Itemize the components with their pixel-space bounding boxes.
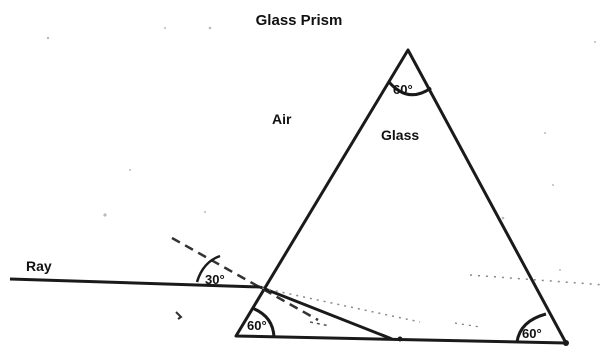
incident-ray-extension [261,287,421,323]
apex-angle-label: 60° [393,82,413,97]
incidence-angle-label: 30° [205,272,225,287]
bottom-right-angle-arc [515,312,547,343]
exit-dot [397,336,403,342]
bottom-left-angle-label: 60° [247,318,267,333]
small-dashes-2 [454,322,481,328]
emergent-guide-dotted [469,274,605,286]
vertex-dot [563,340,569,346]
ray-label: Ray [26,258,52,274]
refracted-ray [259,285,393,341]
air-label: Air [272,111,292,127]
diagram-title: Glass Prism [256,12,343,29]
incident-ray [9,277,261,289]
small-mark [175,311,183,320]
apex-angle-arc [387,80,432,97]
bottom-left-angle-arc [251,306,276,338]
scan-noise [46,26,596,271]
glass-label: Glass [381,127,419,143]
incidence-angle-arc [195,254,221,283]
bottom-right-angle-label: 60° [522,326,542,341]
small-dashes [309,321,331,327]
normal-line [171,236,319,322]
